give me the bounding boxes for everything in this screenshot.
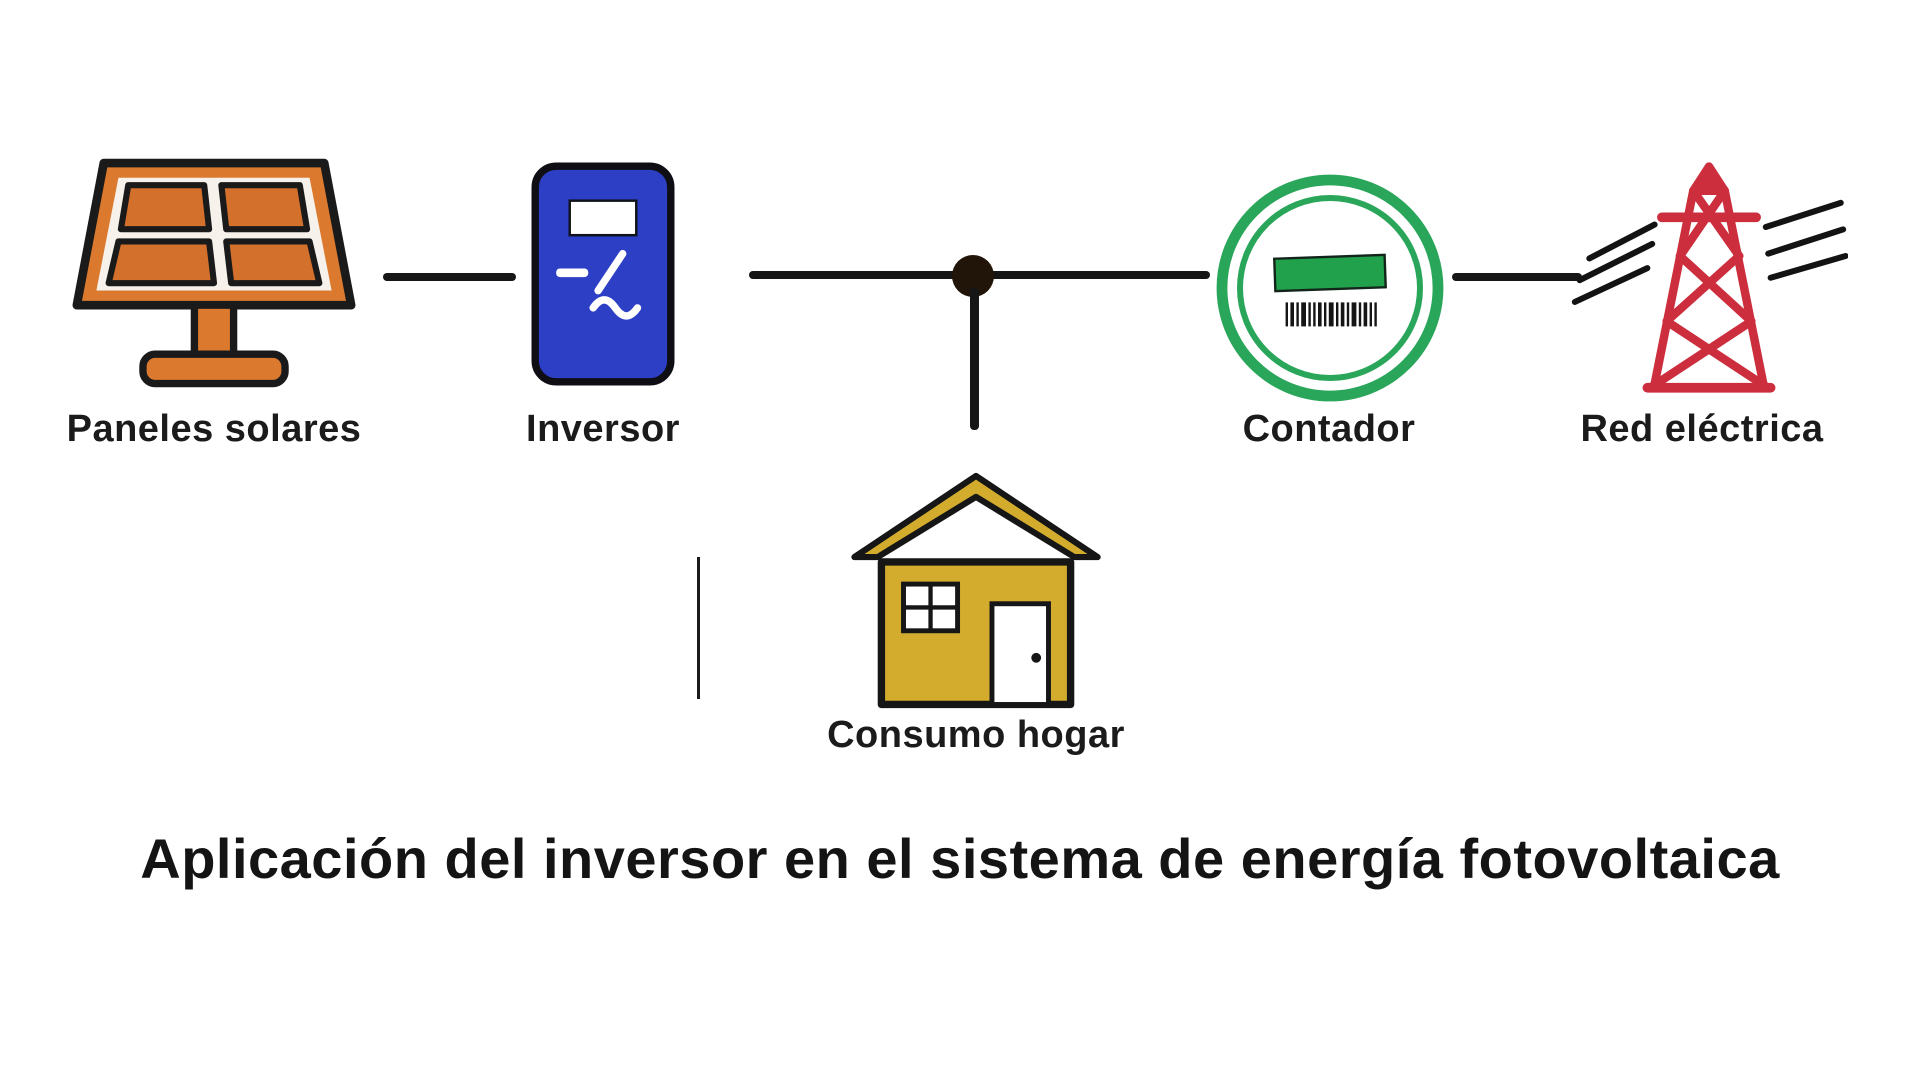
power-lines — [1571, 199, 1848, 305]
inverter-label: Inversor — [526, 408, 680, 450]
grid-label: Red eléctrica — [1580, 408, 1824, 450]
solar-panels-label: Paneles solares — [66, 408, 362, 450]
meter-label: Contador — [1242, 408, 1416, 450]
barcode — [1285, 302, 1377, 327]
inverter-node — [529, 160, 677, 388]
connector-junction-home — [970, 288, 979, 430]
inverter-icon — [531, 162, 675, 386]
home-label: Consumo hogar — [827, 714, 1125, 756]
diagram-title: Aplicación del inversor en el sistema de… — [140, 827, 1780, 890]
home-node — [847, 466, 1105, 712]
grid-node — [1570, 150, 1848, 414]
connector-meter-grid — [1452, 273, 1582, 281]
solar-panel-node — [67, 148, 361, 406]
solar-panel-icon — [72, 158, 356, 388]
connector-panels-inverter — [383, 273, 516, 281]
transmission-tower-icon — [1571, 162, 1848, 393]
stray-vertical-mark — [697, 557, 700, 699]
house-icon — [851, 472, 1101, 709]
energy-meter-icon — [1216, 174, 1444, 402]
meter-node — [1210, 168, 1450, 408]
